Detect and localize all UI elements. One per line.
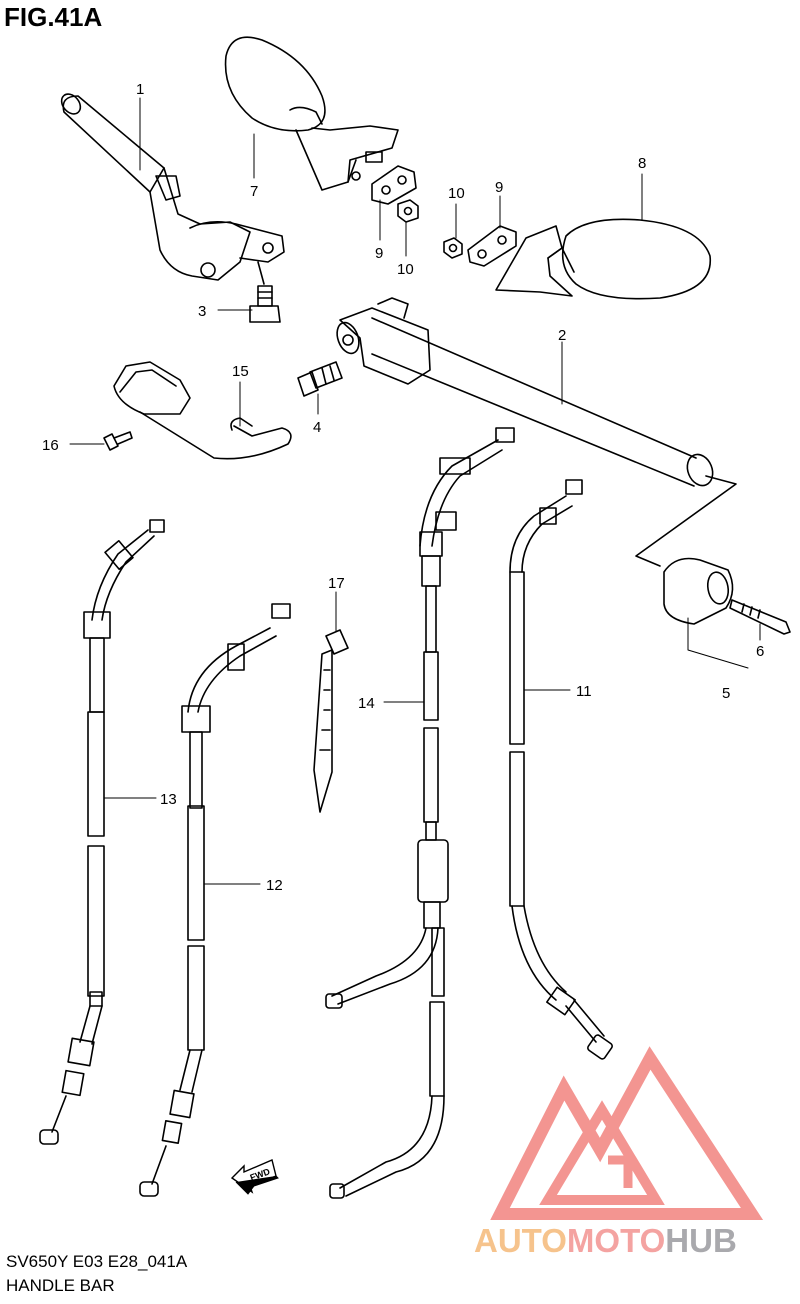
callout-8: 8 (638, 155, 646, 172)
part-9-bracket-right (467, 225, 517, 267)
figure-title: FIG.41A (4, 2, 103, 32)
watermark-text: AUTOMOTOHUB (474, 1222, 737, 1260)
callout-14: 14 (358, 695, 375, 712)
part-4-bolt (297, 361, 343, 397)
callout-11: 11 (576, 683, 592, 700)
part-10-nut-left (397, 199, 419, 223)
callout-3: 3 (198, 303, 206, 320)
callout-2: 2 (558, 327, 566, 344)
part-6-screw (729, 599, 791, 635)
callout-1: 1 (136, 81, 144, 98)
callout-7: 7 (250, 183, 258, 200)
part-1-left-handlebar (60, 93, 285, 285)
callout-15: 15 (232, 363, 249, 380)
part-17-cable-tie (313, 629, 349, 813)
watermark-moto: MOTO (566, 1222, 666, 1259)
part-13-throttle-cable (39, 519, 165, 1145)
callout-16: 16 (42, 437, 59, 454)
callout-5: 5 (722, 685, 730, 702)
model-code: SV650Y E03 E28_041A (6, 1252, 188, 1271)
callout-17: 17 (328, 575, 345, 592)
part-7-left-mirror (224, 36, 399, 191)
callout-13: 13 (160, 791, 177, 808)
part-15-wire-guard (113, 361, 292, 460)
diagram-name: HANDLE BAR (6, 1276, 115, 1295)
callout-10-left: 10 (397, 261, 414, 278)
watermark-hub: HUB (665, 1222, 737, 1259)
callout-12: 12 (266, 877, 283, 894)
callout-9-left: 9 (375, 245, 383, 262)
fwd-direction-arrow: FWD (230, 1159, 279, 1195)
part-14-cable (325, 427, 515, 1199)
callout-6: 6 (756, 643, 764, 660)
callout-leaders (69, 97, 761, 885)
callout-4: 4 (313, 419, 321, 436)
part-16-screw (103, 431, 133, 451)
callout-9-right: 9 (495, 179, 503, 196)
callout-10-right: 10 (448, 185, 465, 202)
part-3-bolt (249, 285, 281, 323)
part-8-right-mirror (495, 218, 711, 300)
part-2-right-handlebar (336, 297, 714, 487)
watermark-auto: AUTO (474, 1222, 567, 1259)
part-9-bracket-left (371, 165, 417, 205)
part-11-cable (509, 479, 613, 1060)
callout-numbers: 1 2 3 4 5 6 7 8 9 9 10 10 11 12 13 14 15… (42, 81, 764, 894)
watermark-logo (490, 1046, 764, 1220)
part-10-nut-right (443, 237, 463, 259)
part-5-bar-end-weight (663, 557, 734, 625)
part-12-throttle-cable (139, 603, 291, 1197)
